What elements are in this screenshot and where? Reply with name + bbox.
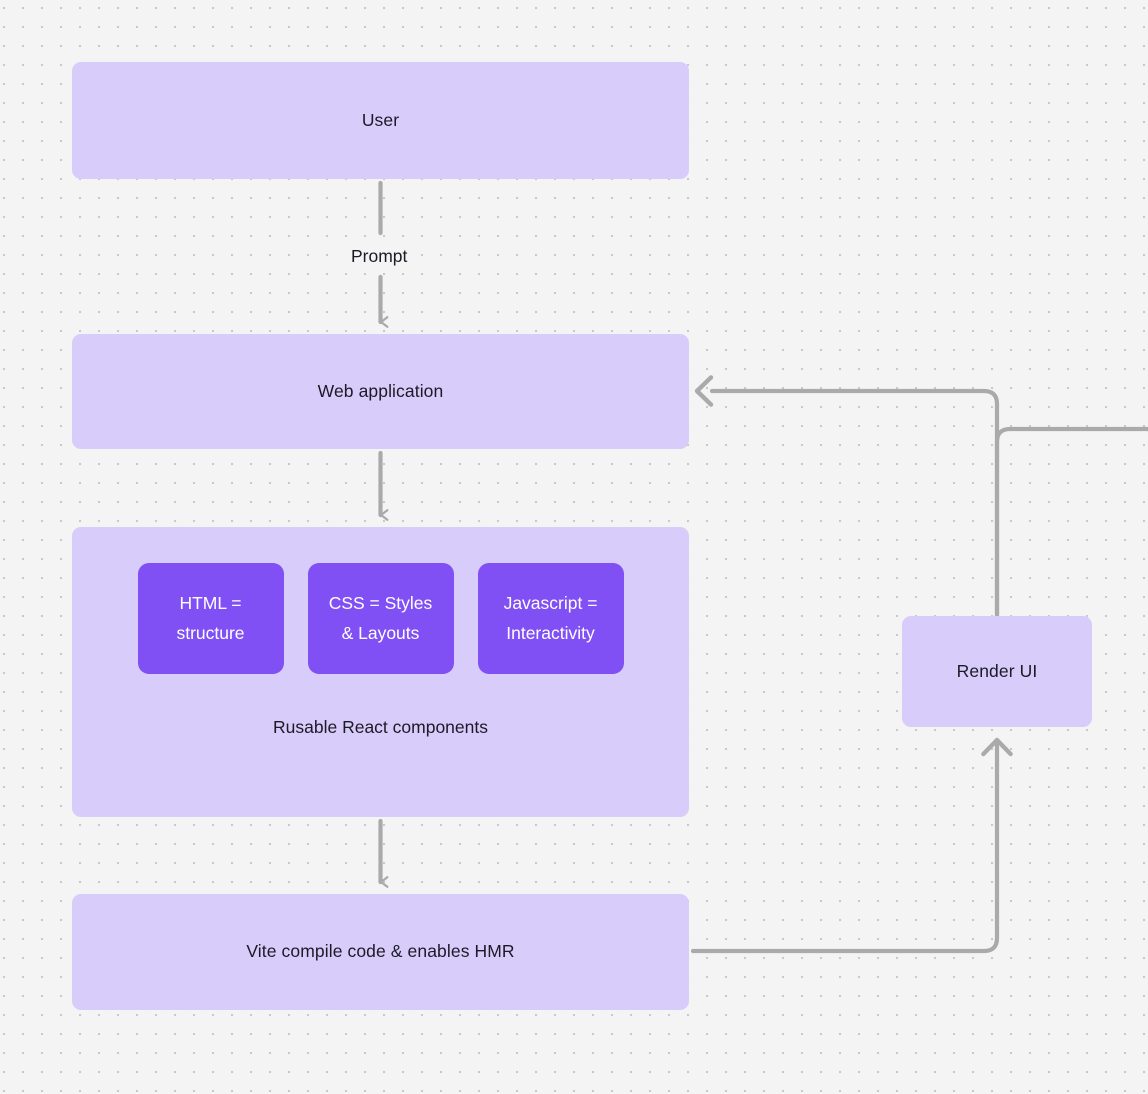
node-user[interactable]: User [72, 62, 689, 179]
node-web-application[interactable]: Web application [72, 334, 689, 449]
node-vite[interactable]: Vite compile code & enables HMR [72, 894, 689, 1010]
node-user-label: User [361, 109, 400, 130]
node-vite-label: Vite compile code & enables HMR [246, 941, 515, 962]
edge-render-to-webapp [694, 375, 1000, 617]
subnode-html-label: HTML = structure [176, 593, 245, 643]
node-web-application-label: Web application [317, 380, 444, 401]
subnode-html[interactable]: HTML = structure [137, 563, 284, 674]
subnode-css-label: CSS = Styles & Layouts [328, 593, 433, 643]
node-render-ui[interactable]: Render UI [902, 616, 1092, 727]
node-react-components[interactable]: HTML = structure CSS = Styles & Layouts … [72, 527, 689, 817]
node-render-ui-label: Render UI [956, 660, 1038, 681]
edge-label-prompt: Prompt [344, 246, 415, 267]
react-components-caption: Rusable React components [273, 717, 488, 737]
subnode-css[interactable]: CSS = Styles & Layouts [307, 563, 454, 674]
subnode-javascript[interactable]: Javascript = Interactivity [477, 563, 624, 674]
subnode-javascript-label: Javascript = Interactivity [503, 593, 598, 643]
react-subnode-row: HTML = structure CSS = Styles & Layouts … [72, 563, 689, 674]
